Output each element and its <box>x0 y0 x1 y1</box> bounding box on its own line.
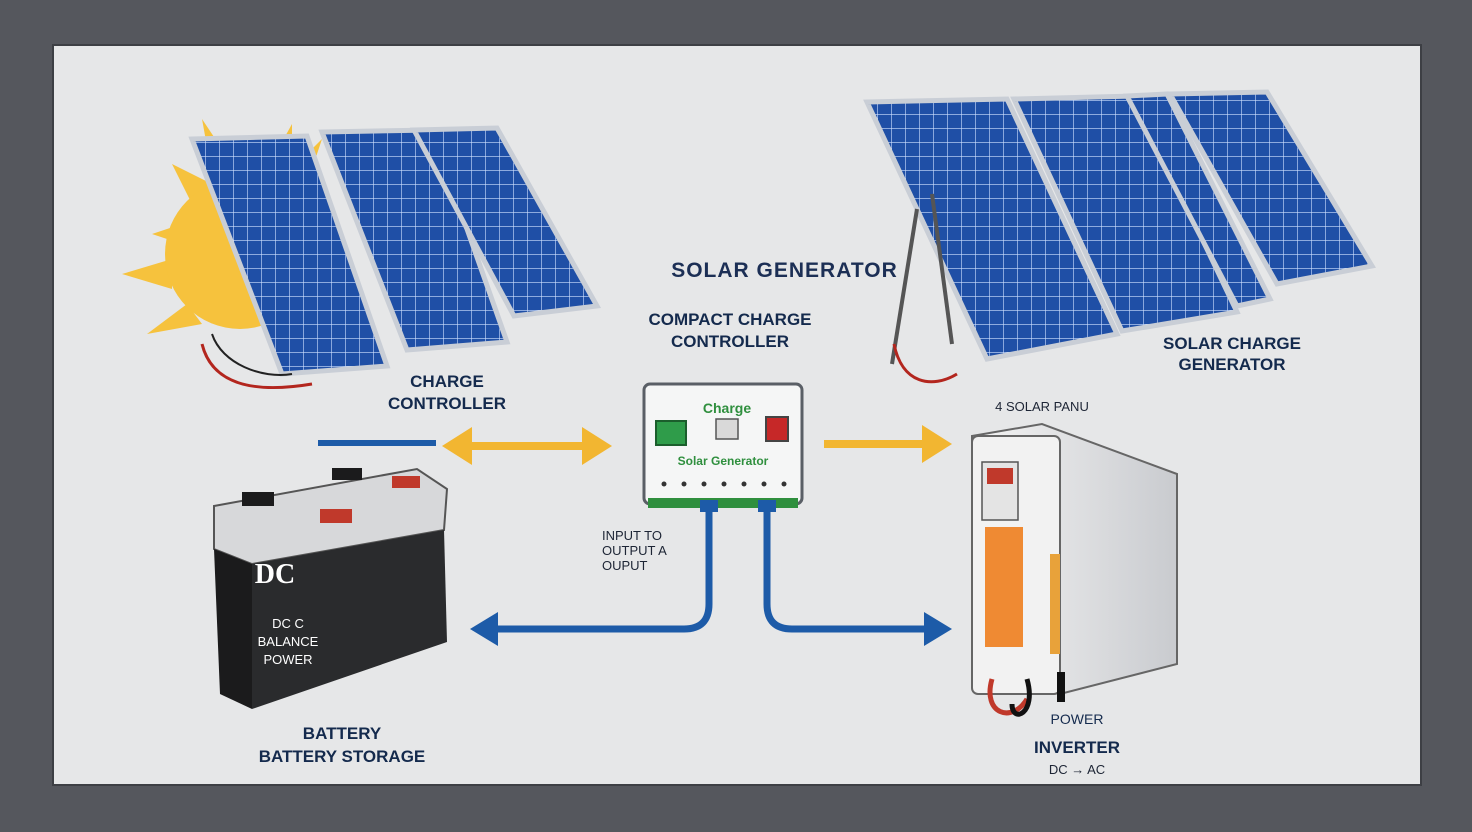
io-label-line1: INPUT TO <box>602 528 662 543</box>
battery-label-line1: BATTERY <box>302 724 382 743</box>
controller-name: Solar Generator <box>677 454 769 468</box>
diagram-artwork <box>122 89 1376 717</box>
battery-text-line1: DC C <box>272 616 304 631</box>
solar-panel-icon <box>863 89 1376 384</box>
dc-ac-label: DC → AC <box>1048 762 1106 777</box>
solar-charge-label-line2: GENERATOR <box>1178 355 1286 374</box>
solar-panel-icon <box>188 125 602 390</box>
solar-charge-label-line1: SOLAR CHARGE <box>1163 334 1301 353</box>
charge-controller-label-line1: CHARGE <box>410 372 484 391</box>
cable-icon <box>470 506 952 646</box>
diagram-canvas: SOLAR GENERATOR COMPACT CHARGE CONTROLLE… <box>52 44 1422 786</box>
battery-label-line2: BATTERY STORAGE <box>258 747 426 766</box>
inverter-label: INVERTER <box>1034 738 1120 757</box>
diagram-title: SOLAR GENERATOR <box>671 259 898 282</box>
power-label: POWER <box>1050 711 1104 727</box>
battery-logo: DC <box>254 559 296 590</box>
arrow-icon <box>318 425 952 465</box>
solar-panels-label: 4 SOLAR PANU <box>995 399 1089 414</box>
compact-controller-label-line2: CONTROLLER <box>670 332 790 351</box>
controller-brand: Charge <box>702 400 752 416</box>
io-label-line2: OUTPUT A <box>602 543 667 558</box>
io-label-line3: OUPUT <box>602 558 648 573</box>
battery-text-line3: POWER <box>263 652 313 667</box>
battery-text-line2: BALANCE <box>257 634 319 649</box>
charge-controller-icon <box>642 382 804 512</box>
battery-icon <box>213 467 449 709</box>
charge-controller-label-line2: CONTROLLER <box>387 394 507 413</box>
inverter-icon <box>971 422 1178 717</box>
compact-controller-label-line1: COMPACT CHARGE <box>648 310 812 329</box>
